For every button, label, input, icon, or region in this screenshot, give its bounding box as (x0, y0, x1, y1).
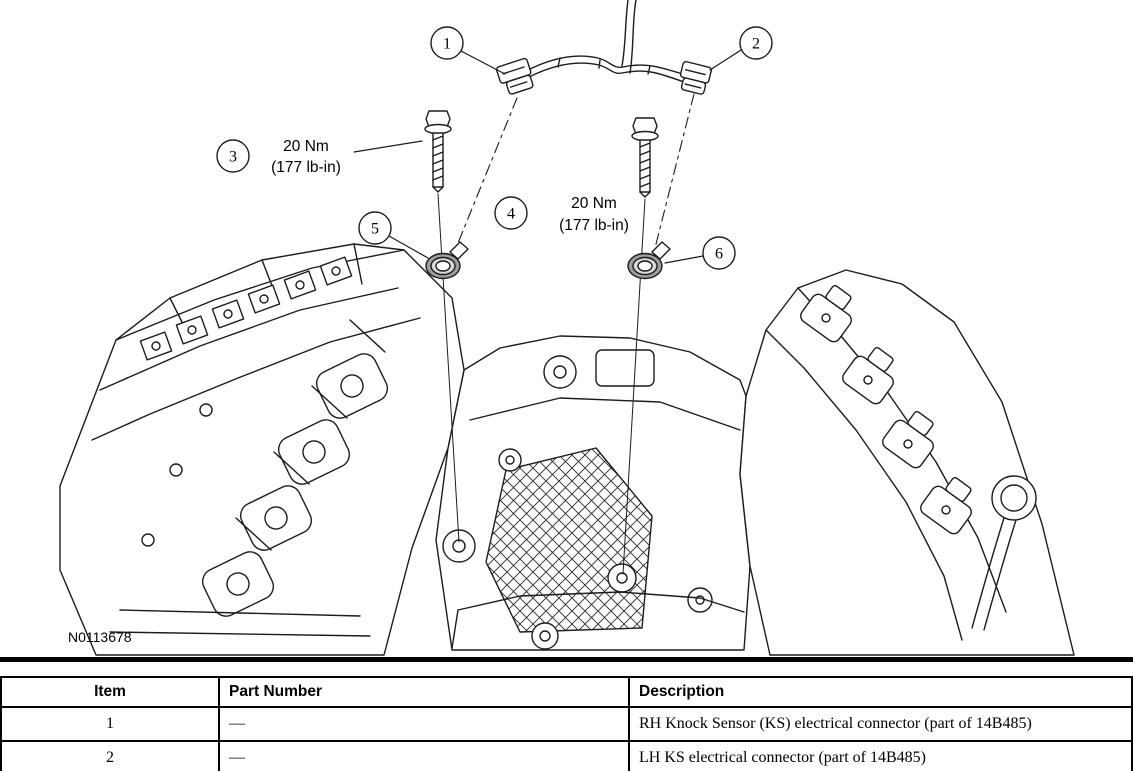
callouts: 1 2 3 4 5 (216, 26, 773, 270)
torque-label-1-line2: (177 lb-in) (271, 159, 341, 176)
callout-2: 2 (709, 26, 773, 71)
bolt-1 (424, 110, 460, 543)
table-row: 2 — LH KS electrical connector (part of … (0, 740, 1133, 771)
cell-description: LH KS electrical connector (part of 14B4… (628, 740, 1133, 771)
figure-id: N0113678 (68, 629, 132, 645)
callout-4-number: 4 (507, 206, 515, 223)
col-header-item: Item (0, 676, 220, 708)
ignition-coils (800, 284, 972, 535)
rh-ks-connector (495, 57, 534, 95)
engine-diagram: 20 Nm (177 lb-in) 20 Nm (177 lb-in) 1 2 (59, 0, 1075, 656)
callout-3-number: 3 (229, 149, 237, 166)
cell-description: RH Knock Sensor (KS) electrical connecto… (628, 706, 1133, 742)
cell-part-number: — (218, 706, 630, 742)
callout-5: 5 (358, 211, 429, 259)
parts-table: Item Part Number Description 1 — RH Knoc… (0, 676, 1133, 771)
figure: 20 Nm (177 lb-in) 20 Nm (177 lb-in) 1 2 (59, 0, 1075, 656)
valvetrain-detail (139, 256, 353, 361)
callout-5-number: 5 (371, 221, 379, 238)
callout-1-number: 1 (443, 36, 451, 53)
torque-labels: 20 Nm (177 lb-in) 20 Nm (177 lb-in) (271, 138, 629, 234)
callout-6: 6 (664, 236, 736, 270)
callout-4: 4 (494, 196, 528, 230)
exhaust-ports (201, 353, 389, 617)
torque-label-2-line2: (177 lb-in) (559, 217, 629, 234)
col-header-part-number: Part Number (218, 676, 630, 708)
knock-sensor-left (425, 241, 469, 280)
callout-6-number: 6 (715, 246, 723, 263)
callout-2-number: 2 (752, 36, 760, 53)
bolt-2 (622, 117, 659, 575)
cell-item: 1 (0, 706, 220, 742)
lh-ks-connector (679, 60, 713, 95)
cell-item: 2 (0, 740, 220, 771)
knock-sensor-right (627, 241, 671, 280)
section-divider (0, 657, 1133, 662)
torque-label-2-line1: 20 Nm (571, 195, 617, 212)
engine-valley (435, 335, 751, 651)
parts-table-header-row: Item Part Number Description (0, 676, 1133, 708)
torque-label-1-line1: 20 Nm (283, 138, 329, 155)
callout-1: 1 (430, 26, 506, 75)
wiring-harness (455, 0, 713, 253)
callout-3: 3 (216, 139, 250, 173)
right-cylinder-head (739, 269, 1075, 656)
col-header-description: Description (628, 676, 1133, 708)
table-row: 1 — RH Knock Sensor (KS) electrical conn… (0, 706, 1133, 742)
dipstick-handle (971, 475, 1037, 631)
left-cylinder-head (59, 243, 465, 656)
cell-part-number: — (218, 740, 630, 771)
